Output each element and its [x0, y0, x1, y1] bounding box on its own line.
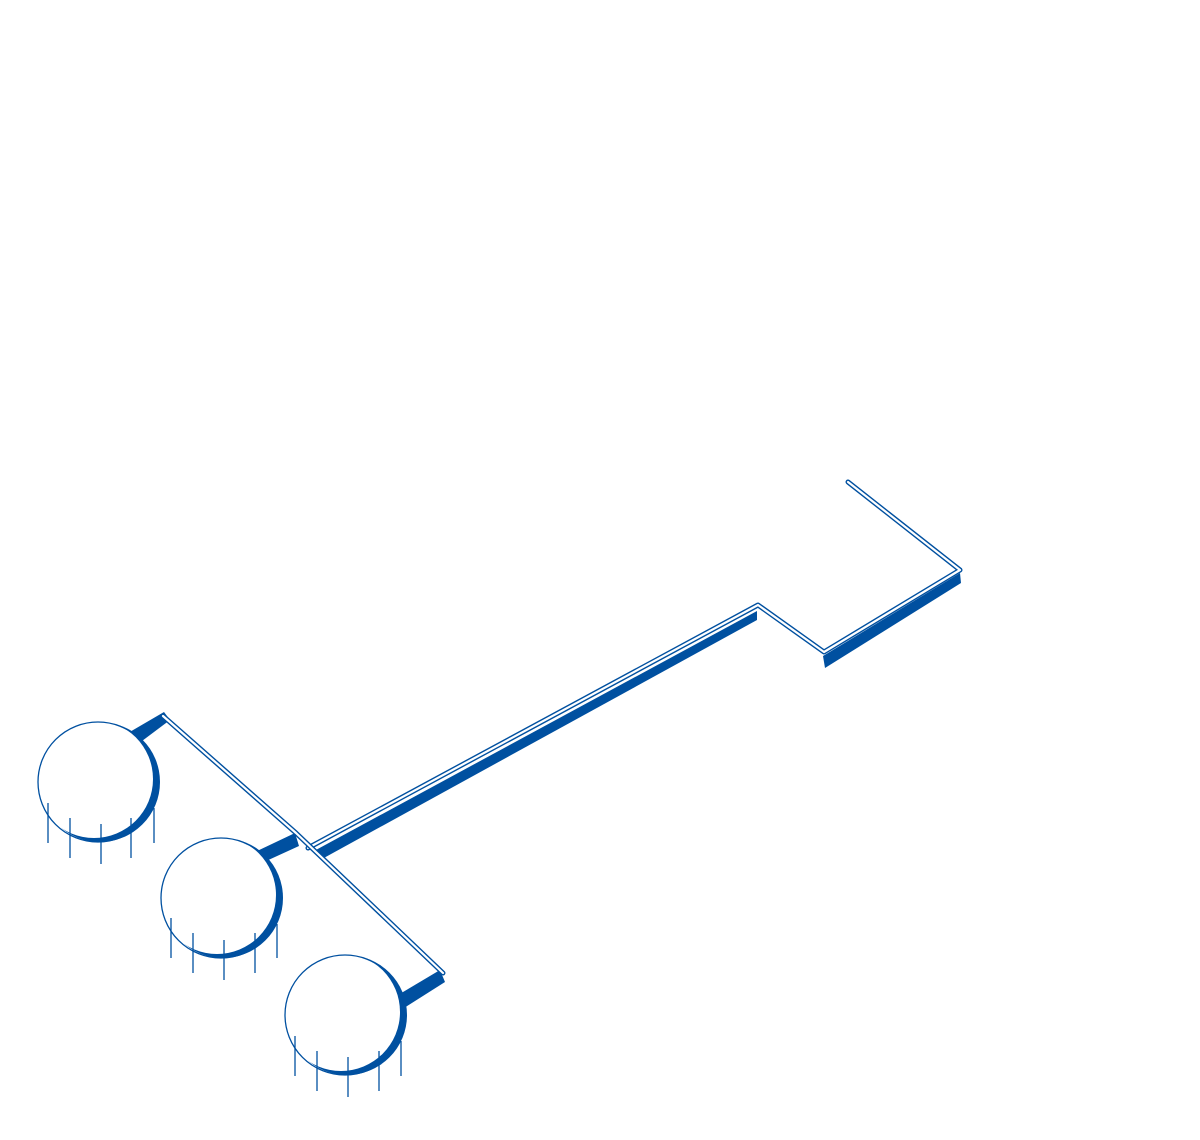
sphere-group [35, 720, 407, 1097]
sphere-outline [37, 721, 159, 843]
sphere-face [35, 720, 153, 838]
pipe-shadow-0 [314, 611, 757, 859]
sphere-2 [158, 836, 283, 980]
pipe-network [128, 479, 963, 1008]
sphere-outline [284, 954, 406, 1076]
pipe-shadow-1 [823, 573, 961, 668]
pipe-shadow-2 [128, 712, 170, 741]
pipe-shadow-4 [398, 970, 445, 1008]
pipe-shadow-3 [255, 833, 299, 862]
sphere-3 [282, 953, 407, 1097]
pipe-1-inner [161, 714, 445, 975]
sphere-1 [35, 720, 160, 864]
sphere-face [158, 836, 276, 954]
sphere-face [282, 953, 400, 1071]
sphere-outline [160, 837, 282, 959]
pipe-0-inner [306, 480, 962, 850]
pipe-0-outer [305, 479, 963, 851]
